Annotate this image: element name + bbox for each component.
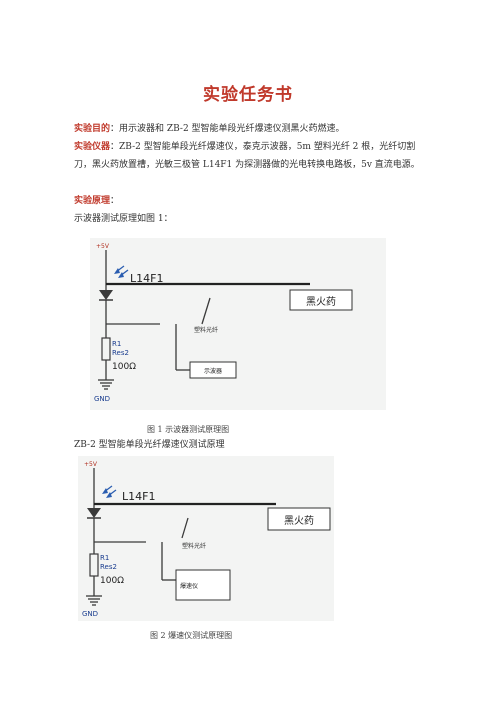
figure1-resistor-value: 100Ω <box>112 362 136 372</box>
instruments-text: ZB-2 型智能单段光纤爆速仪，泰克示波器，5m 塑料光纤 2 根，光纤切割刀，… <box>74 142 420 170</box>
figure2-resistor-ref: R1 <box>100 554 109 562</box>
figure1-diode-icon <box>99 290 113 300</box>
purpose-text: 用示波器和 ZB-2 型智能单段光纤爆速仪测黑火药燃速。 <box>119 124 345 134</box>
figure1-instrument-label: 示波器 <box>204 367 222 375</box>
instruments-paragraph: 实验仪器：ZB-2 型智能单段光纤爆速仪，泰克示波器，5m 塑料光纤 2 根，光… <box>74 138 426 174</box>
figure2-component-label: L14F1 <box>122 490 155 503</box>
figure1-instrument-box <box>189 361 237 379</box>
purpose-paragraph: 实验目的：用示波器和 ZB-2 型智能单段光纤爆速仪测黑火药燃速。 <box>74 120 426 138</box>
principle-label: 实验原理 <box>74 196 111 206</box>
figure1-caption: 图 1 示波器测试原理图 <box>147 425 230 434</box>
figure2-circuit: +5V L14F1 黑火药 塑料光纤 R1 Res2 100Ω 爆速仪 GND <box>78 456 334 621</box>
figure2-instrument-label: 爆速仪 <box>180 582 198 590</box>
purpose-label: 实验目的 <box>74 124 111 134</box>
figure2-target-label: 黑火药 <box>284 515 314 527</box>
figure2-intro: ZB-2 型智能单段光纤爆速仪测试原理 <box>74 440 225 450</box>
figure1-intro: 示波器测试原理如图 1： <box>74 214 173 224</box>
figure2-supply-label: +5V <box>84 461 98 468</box>
principle-heading: 实验原理： <box>74 192 426 210</box>
document-title: 实验任务书 <box>203 85 293 105</box>
figure1-component-label: L14F1 <box>130 272 163 285</box>
instruments-separator: ： <box>110 142 120 152</box>
figure2-svg: +5V L14F1 黑火药 塑料光纤 R1 Res2 100Ω 爆速仪 GND <box>82 461 331 618</box>
figure2-resistor-icon <box>89 553 99 577</box>
figure1-target-box <box>289 289 353 311</box>
figure1-fiber-label: 塑料光纤 <box>194 326 218 334</box>
figure2-target-box <box>267 507 331 531</box>
principle-separator: ： <box>110 196 120 206</box>
figure1-resistor-type: Res2 <box>112 349 129 357</box>
figure2-diode-icon <box>87 508 101 518</box>
purpose-separator: ： <box>110 124 120 134</box>
figure1-target-label: 黑火药 <box>306 296 336 308</box>
figure2-caption: 图 2 爆速仪测试原理图 <box>150 631 233 640</box>
figure1-supply-label: +5V <box>96 243 110 250</box>
figure1-circuit: +5V L14F1 黑火药 塑料光纤 R1 Res2 100Ω 示波器 GND <box>90 238 386 410</box>
instruments-label: 实验仪器 <box>74 142 111 152</box>
figure2-resistor-type: Res2 <box>100 563 117 571</box>
figure1-ground-label: GND <box>94 395 110 403</box>
figure2-ground-label: GND <box>82 610 98 618</box>
figure1-resistor-ref: R1 <box>112 340 121 348</box>
figure1-resistor-icon <box>101 337 111 361</box>
figure1-svg: +5V L14F1 黑火药 塑料光纤 R1 Res2 100Ω 示波器 GND <box>94 243 353 403</box>
figure2-instrument-box <box>175 569 231 601</box>
figure2-resistor-value: 100Ω <box>100 576 124 586</box>
figure2-fiber-label: 塑料光纤 <box>182 542 206 550</box>
